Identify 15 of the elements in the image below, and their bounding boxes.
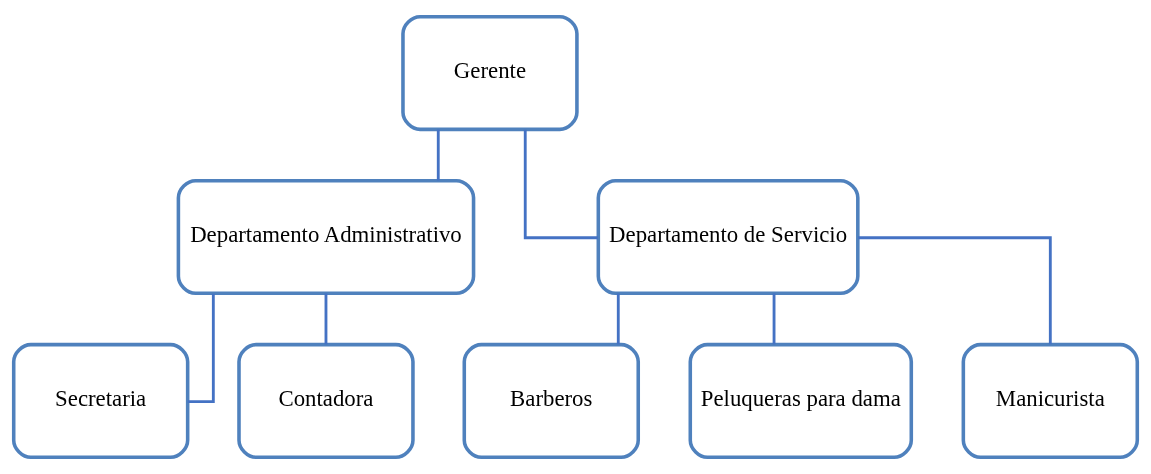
node-box: Departamento Administrativo [176,178,476,296]
connector [858,236,1052,345]
node-box: Gerente [401,14,579,132]
connector [616,293,620,345]
node-box: Peluqueras para dama [688,342,914,460]
node-box: Barberos [462,342,640,460]
connector [324,293,328,345]
connector [523,129,598,240]
node-box: Secretaria [11,342,190,460]
node-box: Manicurista [961,342,1140,460]
node-box: Departamento de Servicio [596,178,860,296]
connector [772,293,776,345]
connector [187,293,215,404]
connector [436,129,440,181]
node-box: Contadora [237,342,415,460]
